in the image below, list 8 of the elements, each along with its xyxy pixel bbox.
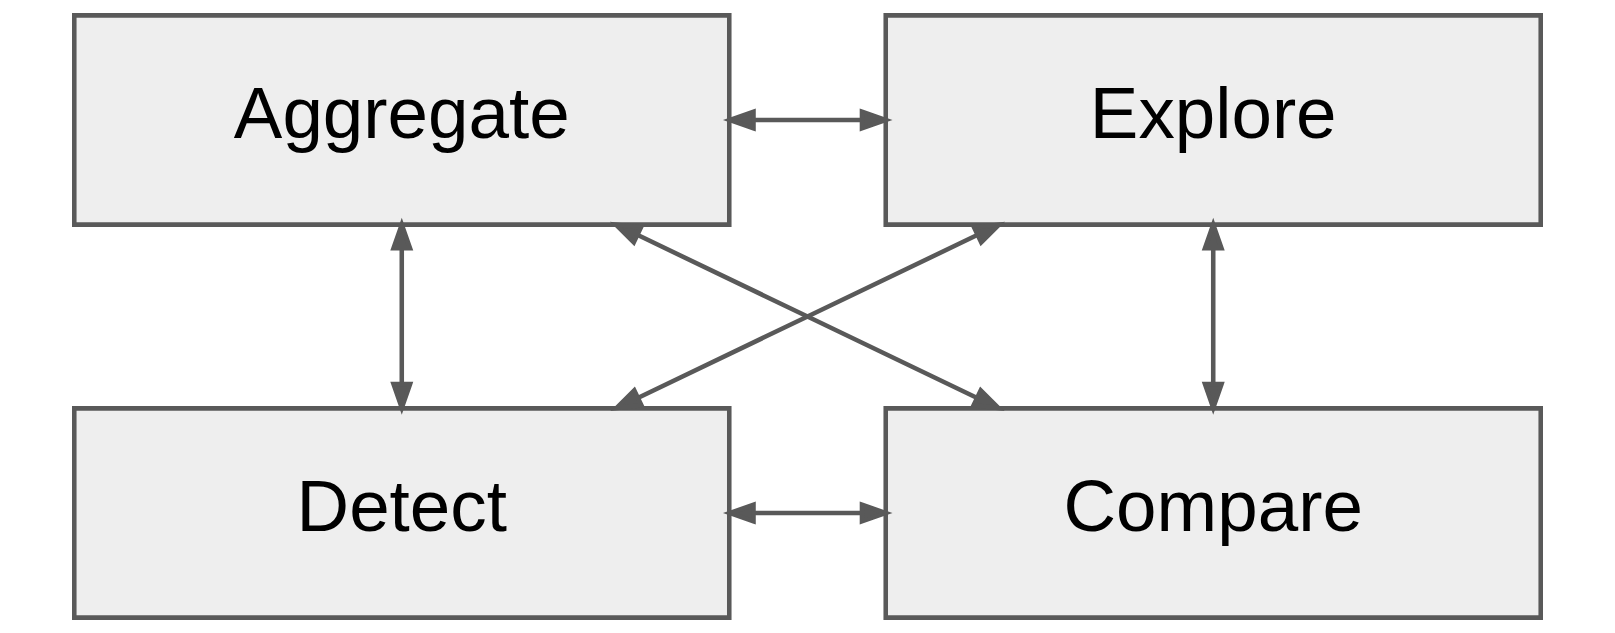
- node-box: Detect: [72, 406, 732, 620]
- node-box: Aggregate: [72, 13, 732, 227]
- arrow: [390, 217, 414, 415]
- arrow: [1201, 217, 1225, 415]
- arrow: [722, 501, 893, 525]
- node-box: Compare: [883, 406, 1543, 620]
- node-box: Explore: [883, 13, 1543, 227]
- arrow: [722, 108, 893, 132]
